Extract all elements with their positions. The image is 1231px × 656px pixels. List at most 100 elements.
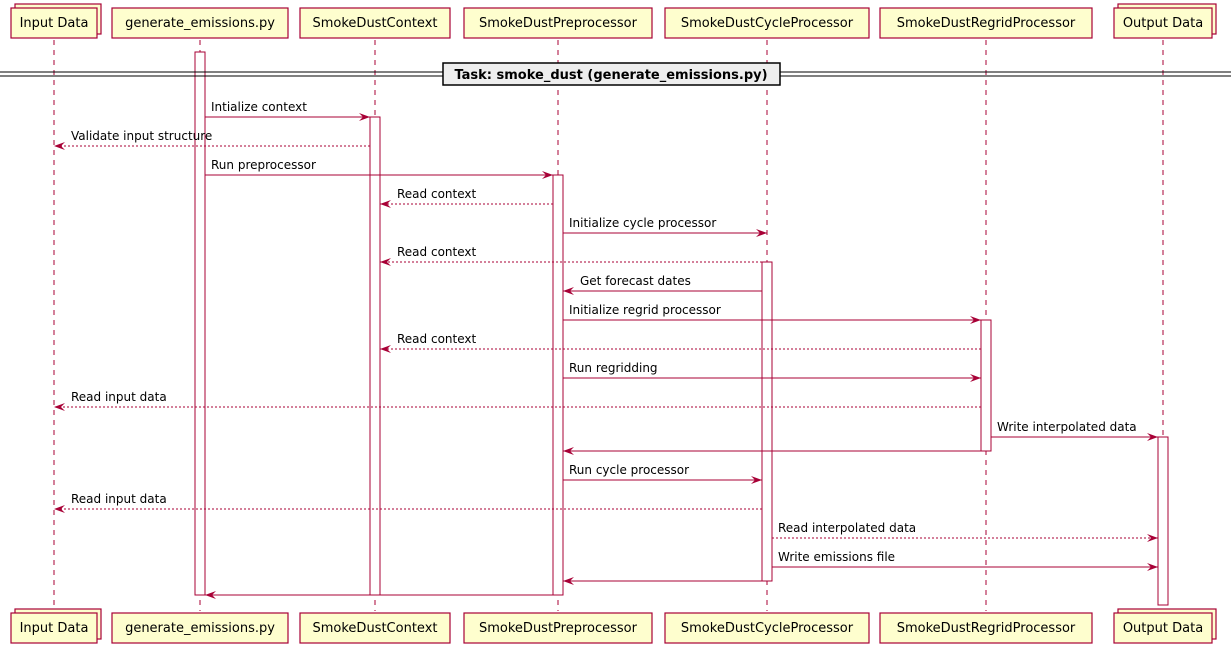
arrowhead <box>54 142 65 150</box>
participant-input-bottom: Input Data <box>10 608 102 644</box>
participant-box <box>664 612 870 644</box>
participant-label: SmokeDustRegridProcessor <box>897 621 1076 636</box>
participant-gen-bottom: generate_emissions.py <box>111 612 289 644</box>
participant-gen-top: generate_emissions.py <box>111 7 289 39</box>
activation-bar-ctx <box>369 116 381 596</box>
participant-ctx-bottom: SmokeDustContext <box>299 612 451 644</box>
message-17: Write emissions file <box>772 550 1158 571</box>
activation-bars <box>194 51 1169 606</box>
task-divider: Task: smoke_dust (generate_emissions.py) <box>0 62 1231 86</box>
activation-bar-output <box>1157 436 1169 606</box>
message-label: Write interpolated data <box>997 420 1137 434</box>
participant-cycle-top: SmokeDustCycleProcessor <box>664 7 870 39</box>
participant-label: generate_emissions.py <box>125 16 275 31</box>
participant-box <box>879 7 1093 39</box>
participant-pre-top: SmokeDustPreprocessor <box>463 7 653 39</box>
arrowhead <box>380 200 391 208</box>
message-label: Read input data <box>71 390 167 404</box>
participant-label: generate_emissions.py <box>125 621 275 636</box>
arrowhead <box>751 476 762 484</box>
message-label: Write emissions file <box>778 550 895 564</box>
message-label: Get forecast dates <box>580 274 691 288</box>
message-1: Intialize context <box>205 100 370 121</box>
divider-title: Task: smoke_dust (generate_emissions.py) <box>454 68 767 83</box>
participant-output-bottom: Output Data <box>1113 608 1217 644</box>
participant-box <box>463 612 653 644</box>
participant-box <box>299 612 451 644</box>
arrowhead <box>563 447 574 455</box>
arrowhead <box>756 229 767 237</box>
message-label: Validate input structure <box>71 129 212 143</box>
arrowhead <box>1147 534 1158 542</box>
message-label: Read input data <box>71 492 167 506</box>
participant-box <box>463 7 653 39</box>
participant-box <box>111 7 289 39</box>
message-14: Run cycle processor <box>563 463 762 484</box>
activation-bar-regrid <box>980 319 992 452</box>
participant-label: SmokeDustContext <box>313 16 438 31</box>
message-label: Read context <box>397 187 476 201</box>
arrowhead <box>380 345 391 353</box>
participant-output-top: Output Data <box>1113 3 1217 39</box>
participant-box <box>299 7 451 39</box>
arrowhead <box>54 403 65 411</box>
message-2: Validate input structure <box>54 129 370 150</box>
participant-regrid-top: SmokeDustRegridProcessor <box>879 7 1093 39</box>
participant-box <box>111 612 289 644</box>
participant-label: SmokeDustPreprocessor <box>479 621 638 636</box>
participant-box <box>664 7 870 39</box>
arrowhead <box>970 374 981 382</box>
participant-cycle-bottom: SmokeDustCycleProcessor <box>664 612 870 644</box>
message-13 <box>563 447 981 455</box>
message-19 <box>205 591 553 599</box>
participant-regrid-bottom: SmokeDustRegridProcessor <box>879 612 1093 644</box>
message-15: Read input data <box>54 492 762 513</box>
participant-label: Output Data <box>1123 16 1203 31</box>
participant-box <box>1113 7 1213 39</box>
participant-input-top: Input Data <box>10 3 102 39</box>
activation-bar-gen <box>194 51 206 596</box>
message-label: Run cycle processor <box>569 463 689 477</box>
arrowhead <box>54 505 65 513</box>
arrowhead <box>205 591 216 599</box>
message-12: Write interpolated data <box>991 420 1158 441</box>
participant-label: SmokeDustCycleProcessor <box>681 621 854 636</box>
message-5: Initialize cycle processor <box>563 216 767 237</box>
participant-label: Input Data <box>20 621 89 636</box>
message-label: Read interpolated data <box>778 521 916 535</box>
participant-label: SmokeDustPreprocessor <box>479 16 638 31</box>
activation-bar-cycle <box>761 261 773 582</box>
message-label: Initialize cycle processor <box>569 216 716 230</box>
message-18 <box>563 577 762 585</box>
message-8: Initialize regrid processor <box>563 303 981 324</box>
message-label: Read context <box>397 245 476 259</box>
participant-box <box>1113 612 1213 644</box>
message-10: Run regridding <box>563 361 981 382</box>
message-label: Intialize context <box>211 100 307 114</box>
participant-label: SmokeDustCycleProcessor <box>681 16 854 31</box>
message-9: Read context <box>380 332 981 353</box>
participant-pre-bottom: SmokeDustPreprocessor <box>463 612 653 644</box>
arrowhead <box>1147 433 1158 441</box>
arrowhead <box>970 316 981 324</box>
arrowhead <box>380 258 391 266</box>
participant-label: Input Data <box>20 16 89 31</box>
arrowhead <box>563 287 574 295</box>
message-3: Run preprocessor <box>205 158 553 179</box>
message-4: Read context <box>380 187 553 208</box>
message-6: Read context <box>380 245 762 266</box>
message-11: Read input data <box>54 390 981 411</box>
participant-box <box>879 612 1093 644</box>
participant-label: SmokeDustRegridProcessor <box>897 16 1076 31</box>
arrowhead <box>1147 563 1158 571</box>
message-label: Initialize regrid processor <box>569 303 721 317</box>
arrowhead <box>359 113 370 121</box>
participant-ctx-top: SmokeDustContext <box>299 7 451 39</box>
arrowhead <box>563 577 574 585</box>
divider-box <box>442 62 781 86</box>
message-7: Get forecast dates <box>563 274 762 295</box>
message-label: Run preprocessor <box>211 158 316 172</box>
